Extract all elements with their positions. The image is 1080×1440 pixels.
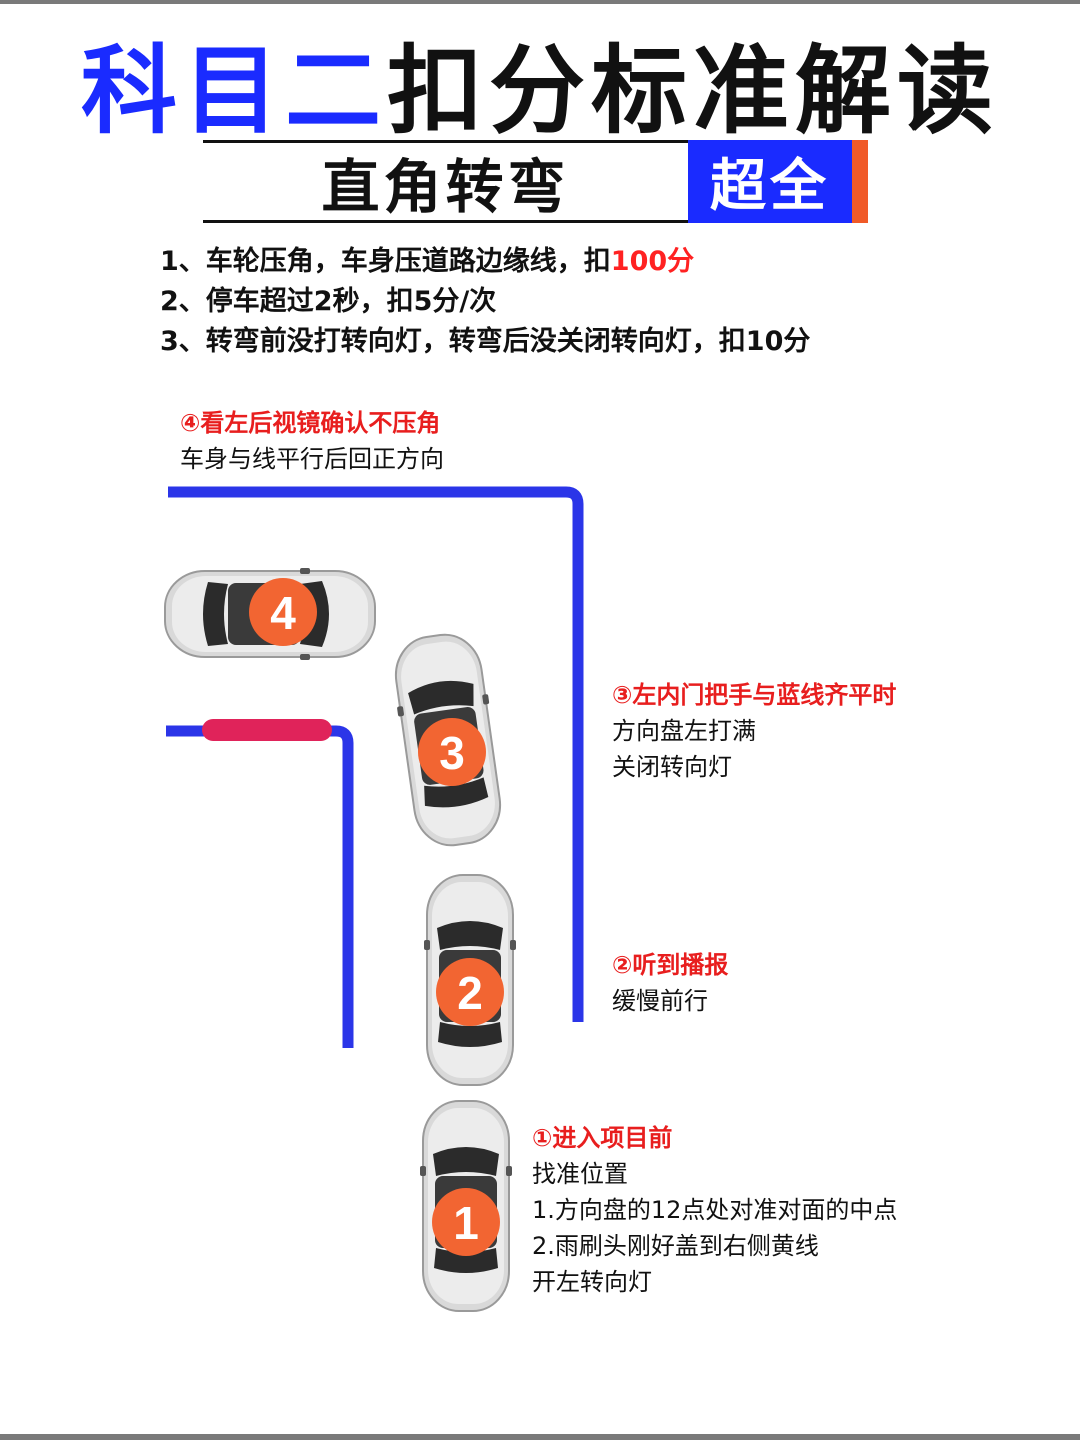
step-line: 缓慢前行	[612, 987, 708, 1015]
inner-boundary-line	[166, 725, 354, 1048]
top-border	[0, 0, 1080, 4]
marker-circle-1	[432, 1188, 500, 1256]
title-char: 扣	[387, 34, 489, 147]
marker-number-2: 2	[457, 967, 483, 1019]
rule-item: 2、停车超过2秒，扣5分/次	[160, 282, 810, 322]
subtitle-text: 直角转弯	[321, 152, 570, 221]
step-line: 开左转向灯	[532, 1268, 652, 1296]
step-line: 方向盘左打满	[612, 717, 756, 745]
step-heading: ④看左后视镜确认不压角	[180, 409, 441, 437]
deduction-rules: 1、车轮压角，车身压道路边缘线，扣100分 2、停车超过2秒，扣5分/次 3、转…	[160, 242, 810, 362]
step-1-note: ①进入项目前 找准位置 1.方向盘的12点处对准对面的中点 2.雨刷头刚好盖到右…	[532, 1120, 897, 1300]
marker-circle-4	[249, 578, 317, 646]
step-3-note: ③左内门把手与蓝线齐平时 方向盘左打满 关闭转向灯	[612, 677, 896, 785]
step-line: 车身与线平行后回正方向	[180, 445, 444, 473]
page-title: 科 目 二 扣 分 标 准 解 读	[30, 22, 1050, 147]
rule-item: 3、转弯前没打转向灯，转弯后没关闭转向灯，扣10分	[160, 322, 810, 362]
step-line: 找准位置	[532, 1160, 628, 1188]
step-line: 2.雨刷头刚好盖到右侧黄线	[532, 1232, 819, 1260]
title-char: 科	[81, 34, 183, 147]
marker-number-4: 4	[270, 587, 296, 639]
rule-highlight: 100分	[610, 246, 695, 277]
step-heading: ①进入项目前	[532, 1124, 673, 1152]
subtitle-banner: 直角转弯 超全	[203, 140, 868, 223]
title-char: 解	[795, 34, 897, 147]
corner-danger-zone	[202, 719, 332, 741]
step-4-note: ④看左后视镜确认不压角 车身与线平行后回正方向	[180, 405, 444, 477]
title-char: 读	[897, 34, 999, 147]
bottom-border	[0, 1434, 1080, 1440]
rule-item: 1、车轮压角，车身压道路边缘线，扣100分	[160, 242, 810, 282]
title-char: 标	[591, 34, 693, 147]
title-char: 二	[285, 34, 387, 147]
marker-circle-3	[418, 718, 486, 786]
step-heading: ③左内门把手与蓝线齐平时	[612, 681, 897, 709]
rule-text: 3、转弯前没打转向灯，转弯后没关闭转向灯，扣10分	[160, 326, 811, 357]
marker-number-3: 3	[439, 727, 465, 779]
rule-text: 1、车轮压角，车身压道路边缘线，扣	[160, 246, 611, 277]
step-heading: ②听到播报	[612, 951, 729, 979]
complete-badge: 超全	[688, 140, 868, 223]
step-line: 1.方向盘的12点处对准对面的中点	[532, 1196, 898, 1224]
marker-number-1: 1	[453, 1197, 479, 1249]
step-2-note: ②听到播报 缓慢前行	[612, 947, 728, 1019]
step-line: 关闭转向灯	[612, 753, 732, 781]
rule-text: 2、停车超过2秒，扣5分/次	[160, 286, 497, 317]
title-char: 分	[489, 34, 591, 147]
outer-boundary-line	[168, 486, 584, 1022]
marker-circle-2	[436, 958, 504, 1026]
title-char: 目	[183, 34, 285, 147]
title-char: 准	[693, 34, 795, 147]
